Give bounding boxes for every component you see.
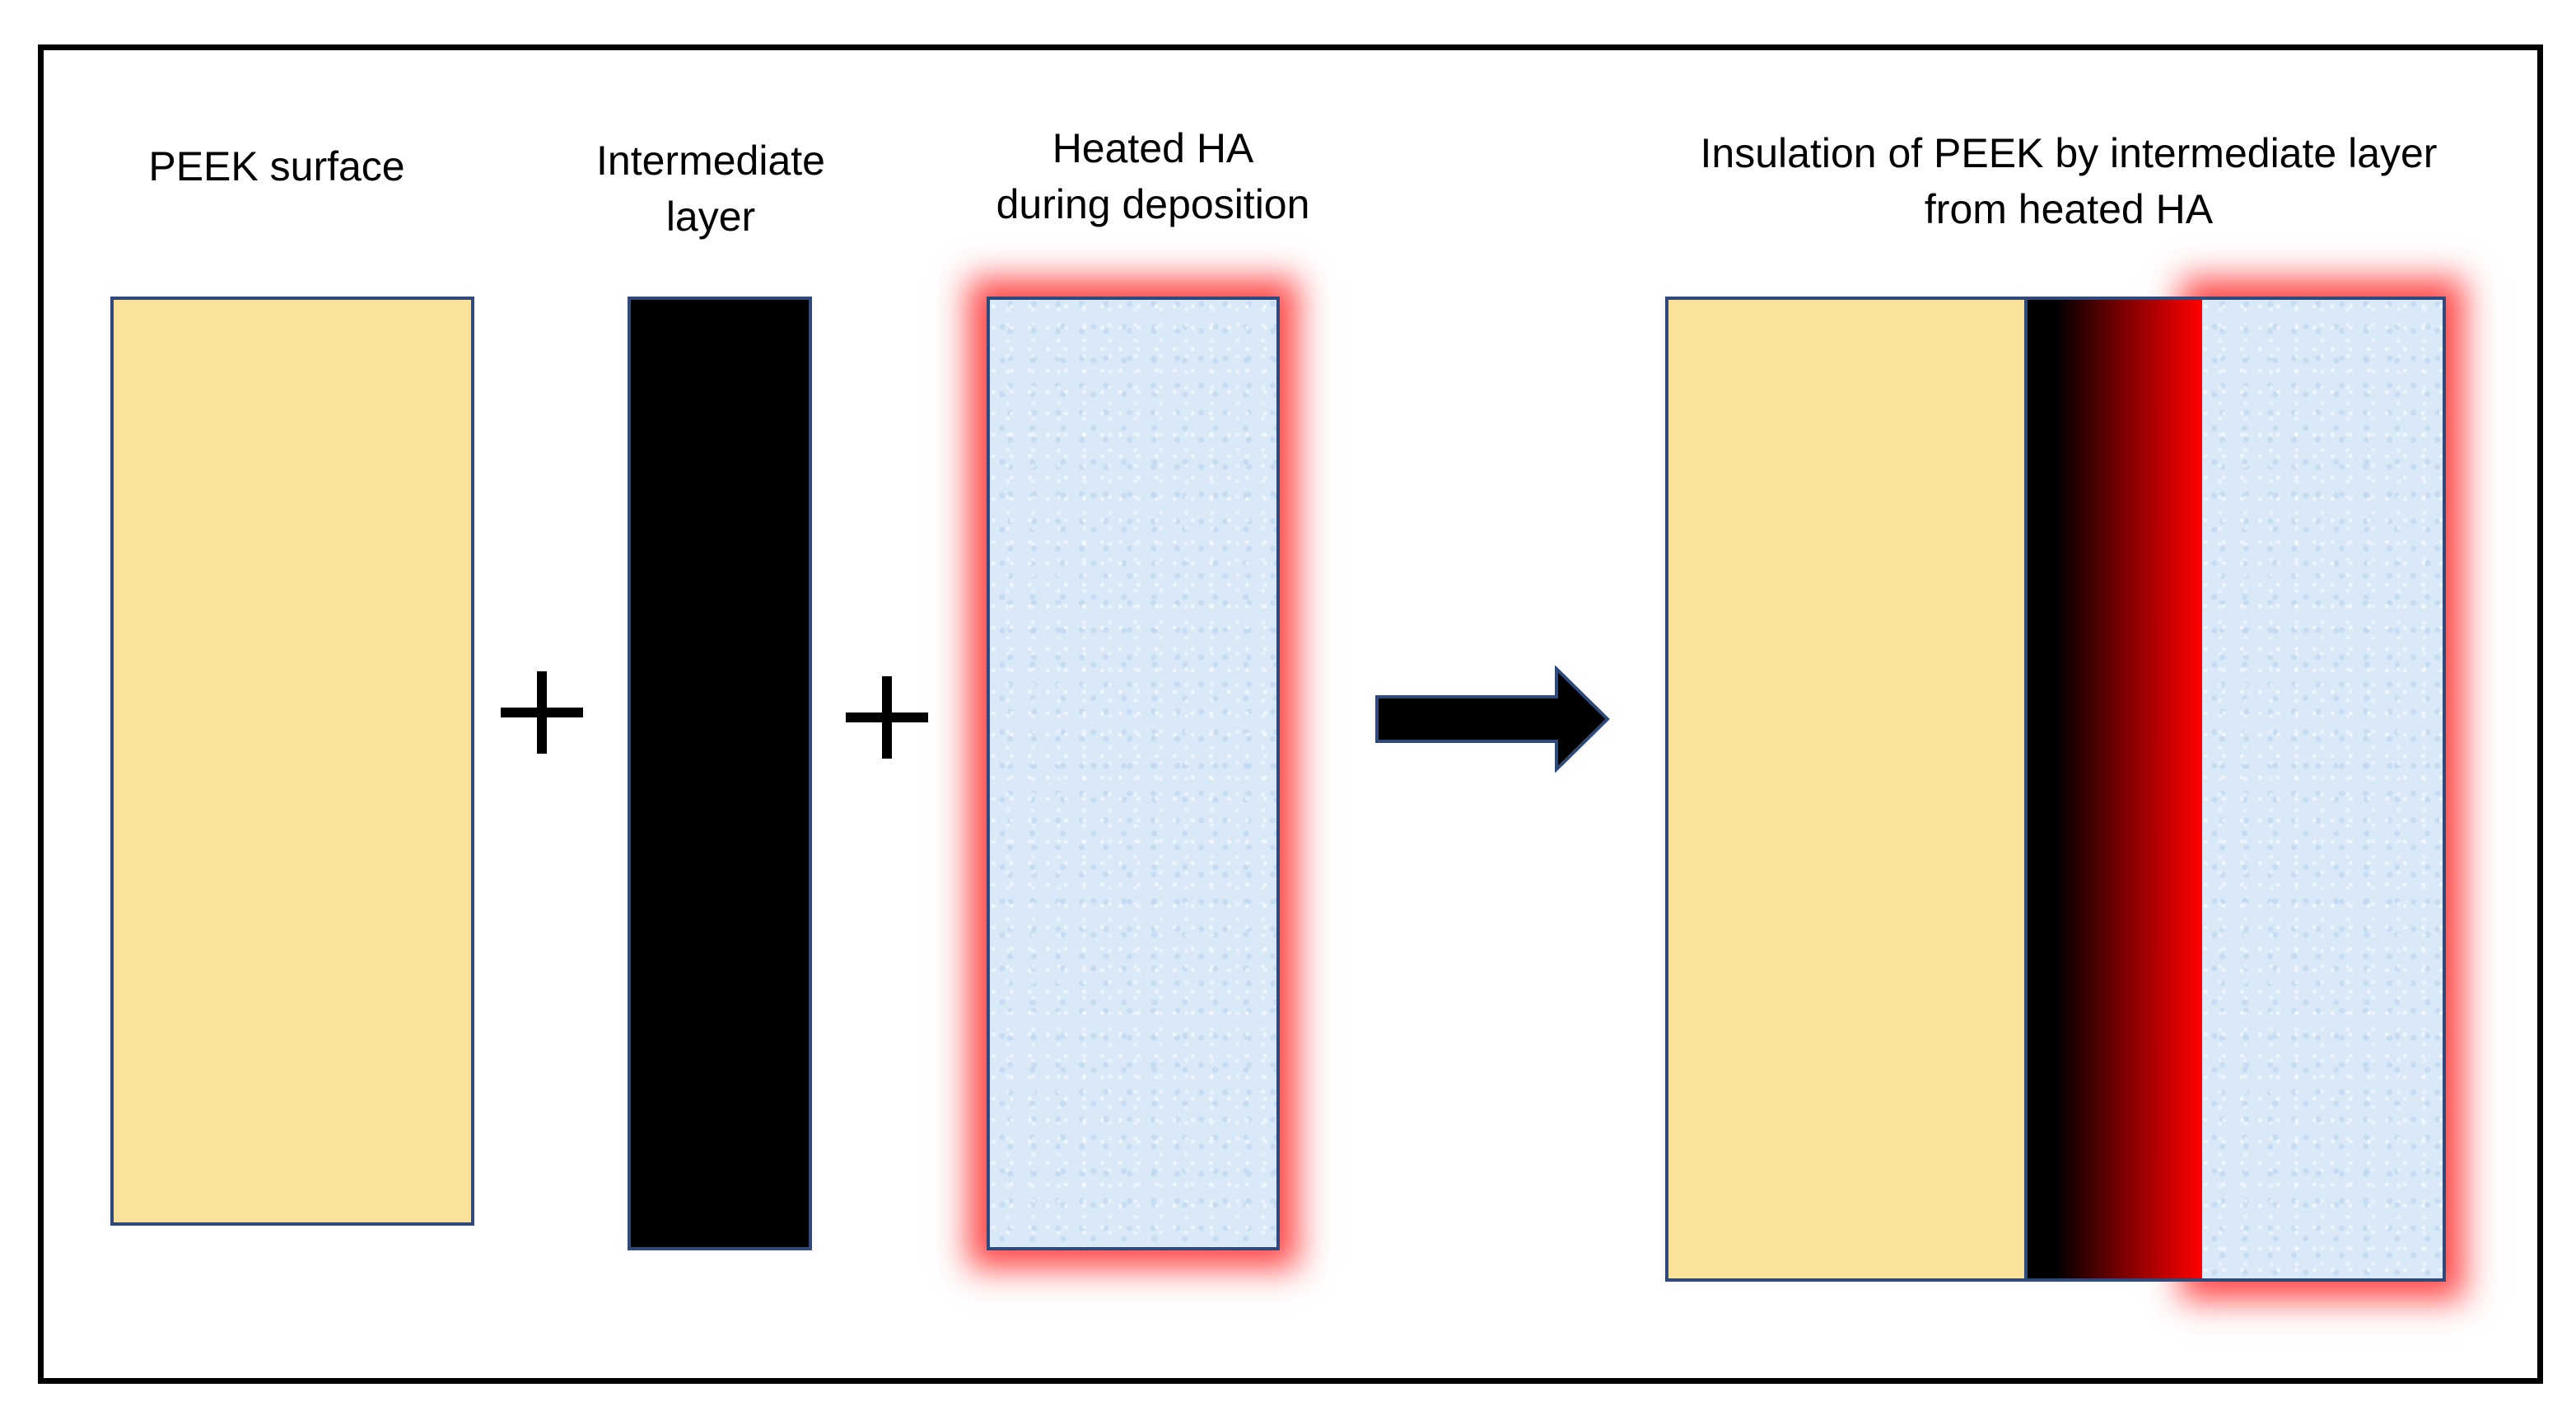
intermediate-layer-label: Intermediate layer: [596, 138, 825, 240]
peek-surface-label: PEEK surface: [148, 143, 405, 189]
result-intermediate-gradient-block: [2024, 297, 2202, 1282]
intermediate-layer-block: [628, 297, 812, 1250]
right-arrow-icon: [1375, 666, 1610, 773]
result-ha-block: [2199, 297, 2446, 1282]
peek-surface-block: [110, 297, 474, 1226]
insulation-label: Insulation of PEEK by intermediate layer…: [1700, 130, 2438, 232]
heated-ha-block: [987, 297, 1280, 1250]
heated-ha-label: Heated HA during deposition: [996, 125, 1310, 227]
result-peek-block: [1665, 297, 2028, 1282]
